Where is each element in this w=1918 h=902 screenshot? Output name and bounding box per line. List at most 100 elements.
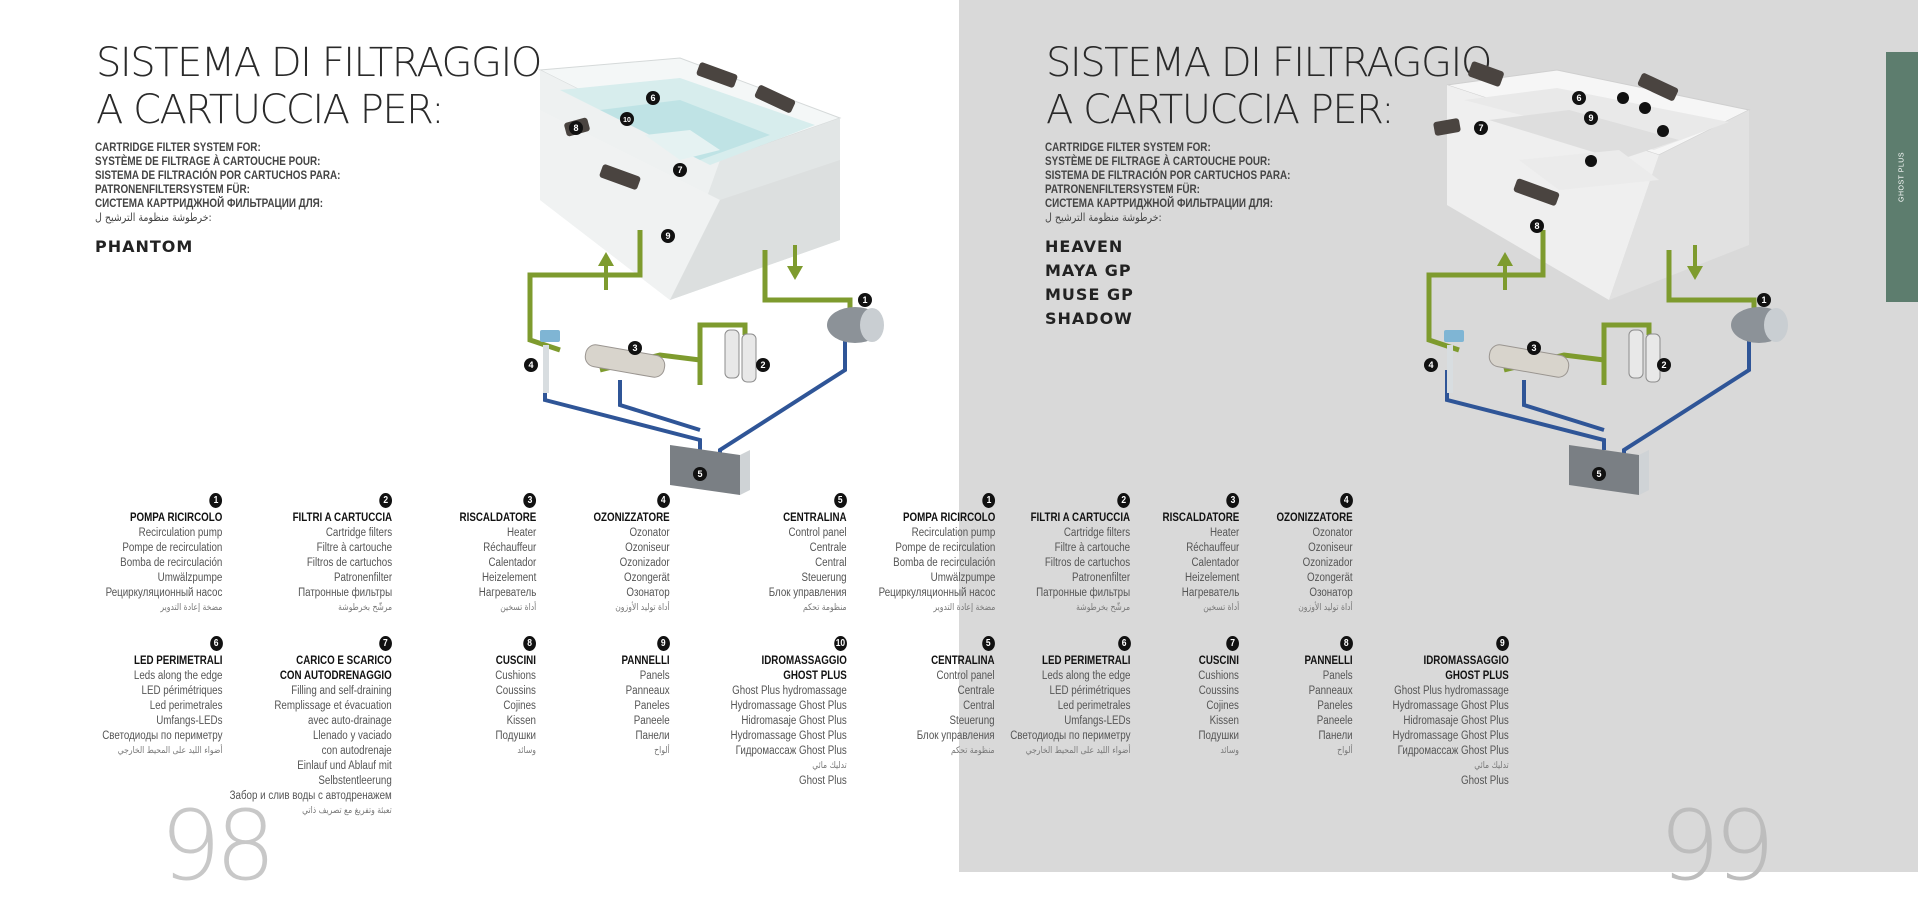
- spec-line: Озонатор: [1309, 587, 1353, 599]
- spec-line: Ozonator: [1312, 527, 1353, 539]
- model-list: HEAVEN MAYA GP MUSE GP SHADOW: [1045, 235, 1134, 331]
- diagram-label: 7: [677, 165, 682, 175]
- spec-number: 4: [657, 493, 670, 508]
- spec-number: 7: [1226, 636, 1239, 651]
- spec-line: Centrale: [810, 542, 847, 554]
- spec-line: con autodrenaje: [321, 745, 392, 757]
- filtration-diagram: 1 2 3 4 5 6 7 8 9 10: [524, 57, 884, 495]
- diagram-label: 2: [760, 360, 765, 370]
- spec-line: Calentador: [1191, 557, 1239, 569]
- spec-line: avec auto-drainage: [308, 715, 392, 727]
- spec-heading: LED PERIMETRALI: [133, 655, 222, 667]
- spec-line: Hidromasaje Ghost Plus: [1403, 715, 1509, 727]
- spec-line: Led perimetrales: [1057, 700, 1130, 712]
- section-tab-label: GHOST PLUS: [1898, 152, 1906, 202]
- spec-line: Coussins: [495, 685, 536, 697]
- spec-number: 9: [1496, 636, 1509, 651]
- diagram-label: 9: [665, 231, 670, 241]
- spec-line: ألواح: [654, 746, 670, 756]
- diagram-label: 7: [1478, 123, 1483, 133]
- spec-number: 6: [1117, 636, 1130, 651]
- diagram-label: 3: [1531, 343, 1536, 353]
- spec-line: Cartridge filters: [1063, 527, 1130, 539]
- spec-line: Steuerung: [949, 715, 995, 727]
- spec-line: Leds along the edge: [1041, 670, 1130, 682]
- spec-line: Panneaux: [625, 685, 670, 697]
- spec-heading: CENTRALINA: [931, 655, 995, 667]
- spec-heading: CUSCINI: [1198, 655, 1239, 667]
- spec-line: Патронные фильтры: [297, 587, 392, 599]
- diagram-label: 6: [1576, 93, 1581, 103]
- spec-line: Hydromassage Ghost Plus: [1392, 730, 1509, 742]
- subtitle: خرطوشة منظومة الترشيح ل:: [95, 211, 212, 224]
- spec-line: Гидромассаж Ghost Plus: [1397, 745, 1509, 757]
- spec-line: Подушки: [1198, 730, 1239, 742]
- spec-line: Рециркуляционный насос: [105, 587, 222, 599]
- spec-line: Kissen: [506, 715, 536, 727]
- spec-line: تعبئة وتفريغ مع تصريف ذاتي: [302, 806, 392, 816]
- spec-line: Ozoniseur: [625, 542, 670, 554]
- spec-line: Heizelement: [481, 572, 536, 584]
- spec-line: تدليك مائي: [1474, 761, 1509, 771]
- spec-line: LED périmétriques: [141, 685, 222, 697]
- spec-number: 4: [1340, 493, 1353, 508]
- title-line: SISTEMA DI FILTRAGGIO: [96, 40, 542, 86]
- subtitle: CARTRIDGE FILTER SYSTEM FOR:: [1045, 142, 1211, 154]
- spec-number: 1: [209, 493, 222, 508]
- spec-line: Ozonator: [629, 527, 670, 539]
- diagram-label: 9: [1588, 113, 1593, 123]
- model-name: HEAVEN: [1045, 237, 1124, 256]
- spec-line: Einlauf und Ablauf mit: [297, 760, 392, 772]
- spec-line: Central: [963, 700, 995, 712]
- spec-line: Pompe de recirculation: [895, 542, 995, 554]
- spec-line: Озонатор: [626, 587, 670, 599]
- spec-line: Paneles: [634, 700, 670, 712]
- spec-heading: FILTRI A CARTUCCIA: [1030, 512, 1130, 524]
- spec-line: Светодиоды по периметру: [101, 730, 222, 742]
- spec-line: Pompe de recirculation: [122, 542, 222, 554]
- spec-line: أضواء الليد على المحيط الخارجي: [117, 746, 222, 756]
- spec-heading: LED PERIMETRALI: [1041, 655, 1130, 667]
- spec-line: Paneele: [634, 715, 670, 727]
- spec-line: Cushions: [1198, 670, 1239, 682]
- section-tab: GHOST PLUS: [1886, 52, 1918, 302]
- spec-line: Control panel: [936, 670, 995, 682]
- spec-number: 8: [1340, 636, 1353, 651]
- spec-line: Filtre à cartouche: [1054, 542, 1130, 554]
- spec-line: Рециркуляционный насос: [878, 587, 995, 599]
- spec-heading: CARICO E SCARICO: [296, 655, 392, 667]
- spec-line: Filtre à cartouche: [316, 542, 392, 554]
- spec-line: Ghost Plus: [1461, 775, 1509, 787]
- model-name: MAYA GP: [1045, 261, 1132, 280]
- spec-line: Bomba de recirculación: [892, 557, 995, 569]
- spec-line: Блок управления: [769, 587, 847, 599]
- diagram-label: 5: [1596, 469, 1601, 479]
- title-line: SISTEMA DI FILTRAGGIO: [1046, 40, 1492, 86]
- spec-line: Cojines: [503, 700, 536, 712]
- spec-line: Забор и слив воды с автодренажем: [229, 790, 392, 802]
- spec-line: Cushions: [495, 670, 536, 682]
- spec-line: Patronenfilter: [1071, 572, 1130, 584]
- diagram-label: 8: [1534, 221, 1539, 231]
- spec-number: 2: [1117, 493, 1130, 508]
- diagram-label: 10: [623, 117, 631, 124]
- spec-heading: RISCALDATORE: [459, 512, 536, 524]
- model-name: SHADOW: [1045, 309, 1133, 328]
- spec-heading: IDROMASSAGGIO: [761, 655, 847, 667]
- spec-line: Патронные фильтры: [1035, 587, 1130, 599]
- spec-heading: PANNELLI: [1304, 655, 1353, 667]
- spec-line: Centrale: [958, 685, 995, 697]
- spec-line: Filling and self-draining: [291, 685, 392, 697]
- spec-heading: PANNELLI: [621, 655, 670, 667]
- spec-line: منظومة تحكم: [803, 603, 847, 613]
- spec-line: Patronenfilter: [333, 572, 392, 584]
- spec-line: منظومة تحكم: [951, 746, 995, 756]
- diagram-label: 1: [1761, 295, 1766, 305]
- spec-line: Selbstentleerung: [318, 775, 392, 787]
- spec-line: Нагреватель: [478, 587, 536, 599]
- spec-number: 3: [523, 493, 536, 508]
- spec-number: 8: [523, 636, 536, 651]
- spec-line: Filtros de cartuchos: [1044, 557, 1130, 569]
- spec-number: 2: [379, 493, 392, 508]
- page-number: 98: [160, 790, 276, 902]
